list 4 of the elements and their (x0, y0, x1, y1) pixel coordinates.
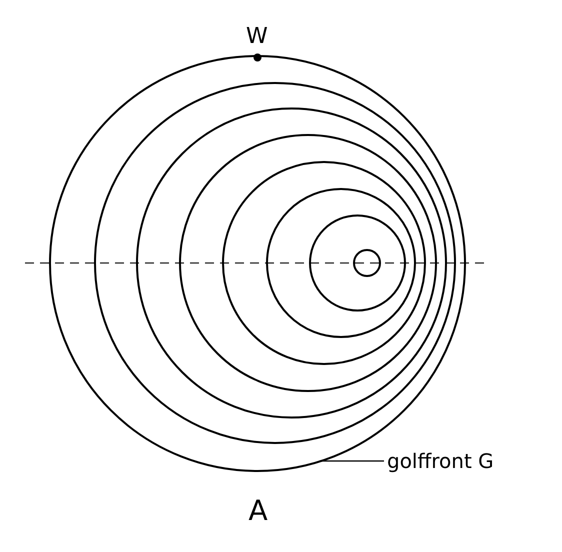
point-label: W (246, 26, 268, 48)
leader-line (320, 460, 384, 462)
point-label: A (248, 497, 268, 525)
callout-text: golffront G (387, 451, 494, 471)
